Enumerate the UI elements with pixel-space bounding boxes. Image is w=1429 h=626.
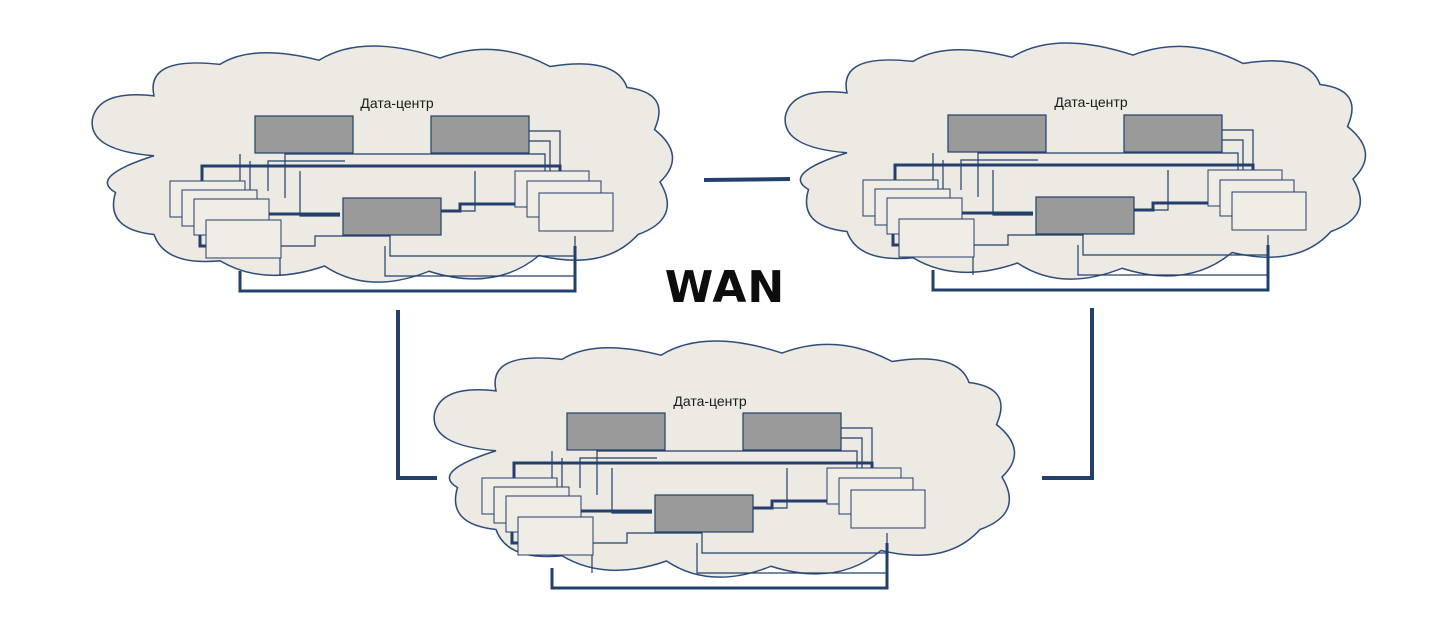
datacenter-right bbox=[784, 42, 1367, 292]
cloud-shape bbox=[91, 45, 674, 283]
datacenter-bottom-label: Дата-центр bbox=[673, 393, 747, 409]
cloud-shape bbox=[784, 42, 1367, 280]
wan-link-right-bottom bbox=[1042, 308, 1094, 480]
wan-link-left-right bbox=[703, 177, 791, 182]
datacenter-left-label: Дата-центр bbox=[360, 95, 434, 111]
wan-link-left-bottom bbox=[396, 310, 437, 480]
datacenter-bottom bbox=[433, 340, 1016, 590]
wan-label: WAN bbox=[664, 262, 786, 313]
wan-links bbox=[396, 177, 1094, 480]
datacenter-left bbox=[91, 45, 674, 293]
datacenter-right-label: Дата-центр bbox=[1054, 94, 1128, 110]
